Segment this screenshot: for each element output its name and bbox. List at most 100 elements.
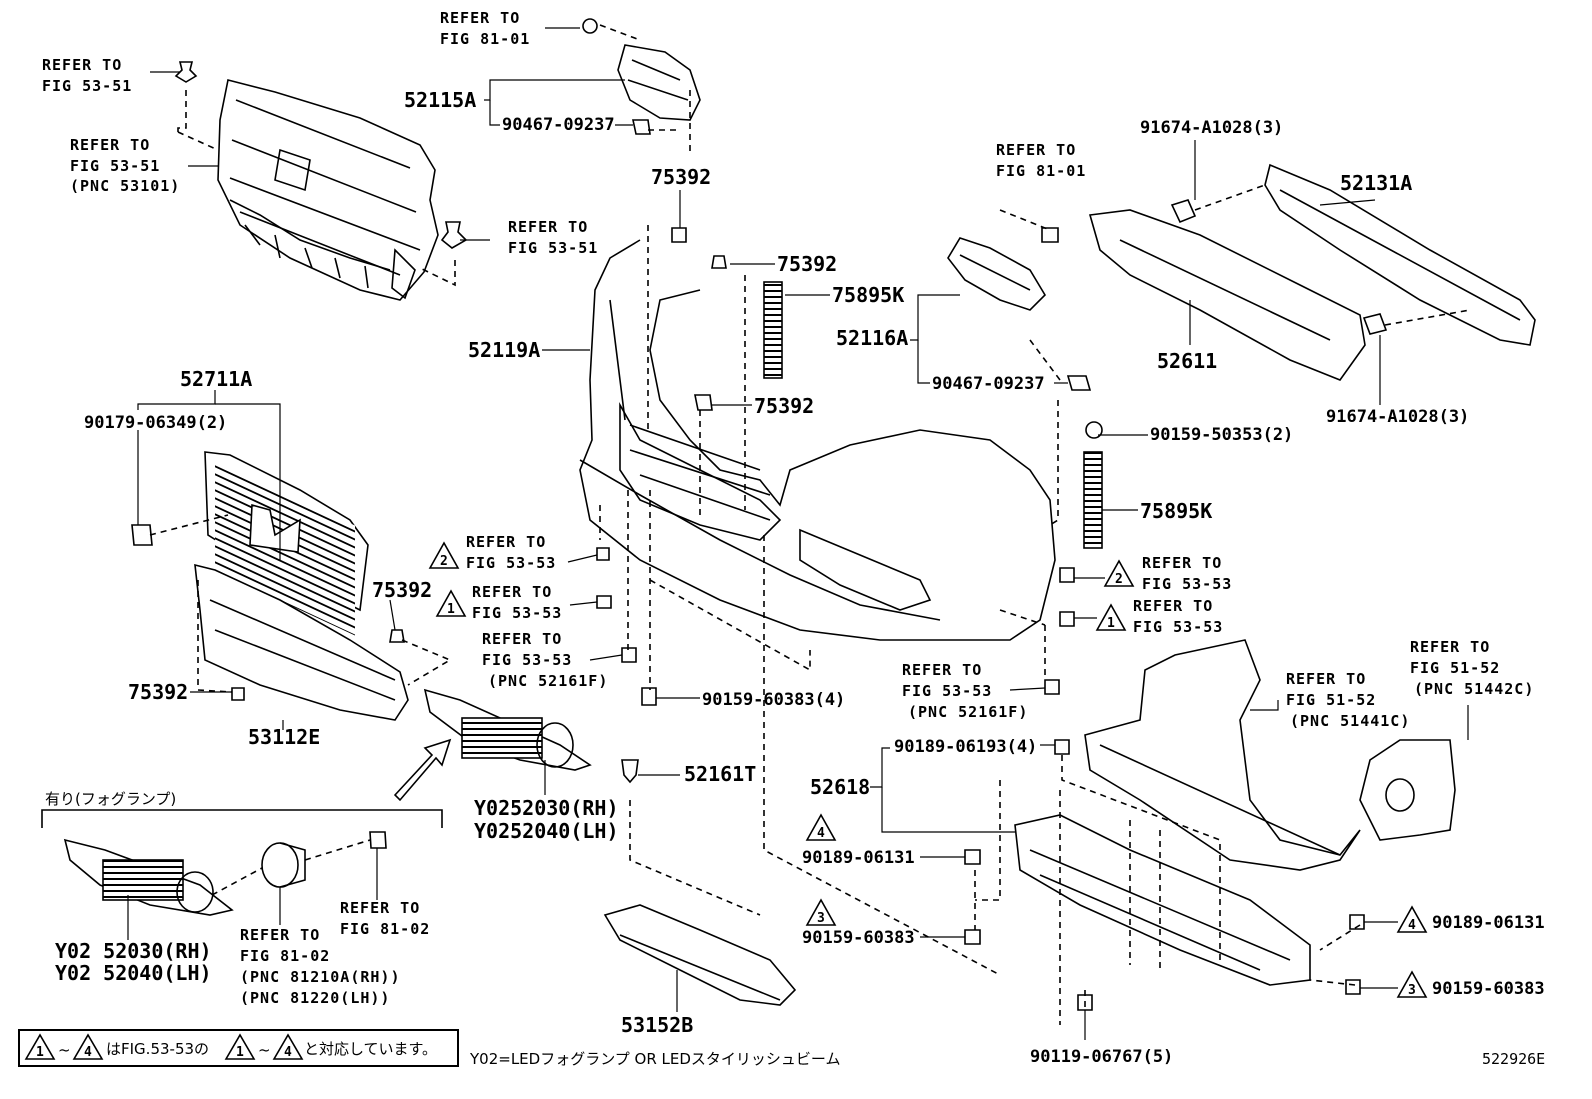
ref-fig-53-51-b-l2: FIG 53-51 <box>70 157 160 175</box>
triangle-4-left <box>805 813 837 841</box>
note-triangles: 1 ~ 4 <box>24 1033 104 1060</box>
label-52116a: 52116A <box>836 326 908 350</box>
ref-fig-81-01-mid-l1: REFER TO <box>996 141 1076 159</box>
label-52161t: 52161T <box>684 762 756 786</box>
label-75392-e: 75392 <box>128 680 188 704</box>
ref-fig-53-53-2b-l2: FIG 53-53 <box>1142 575 1232 593</box>
triangle-2-left <box>428 541 460 569</box>
label-75895k-a: 75895K <box>832 283 904 307</box>
label-90467-top: 90467-09237 <box>502 115 615 135</box>
ref-fig-53-51-c-l2: FIG 53-51 <box>508 239 598 257</box>
fog-bezel-main <box>423 688 592 771</box>
ref-fig-53-53-d-l1: REFER TO <box>902 661 982 679</box>
ref-fig-81-02-a-l2: FIG 81-02 <box>340 920 430 938</box>
legend-y02: Y02=LEDフォグランプ OR LEDスタイリッシュビーム <box>470 1050 841 1068</box>
triangle-2-left-num: 2 <box>440 554 448 569</box>
splash-shield-rh <box>1084 639 1361 871</box>
label-53112e: 53112E <box>248 725 320 749</box>
dashed-leaders-lower <box>974 755 1361 1025</box>
energy-absorber <box>1088 209 1366 381</box>
triangle-4-right <box>1396 905 1428 933</box>
ref-fig-51-52-b-l2: FIG 51-52 <box>1410 659 1500 677</box>
nut-mid <box>1041 227 1059 243</box>
leader-lines <box>127 27 1469 1040</box>
label-y02-lh: Y0252040(LH) <box>474 819 619 843</box>
triangle-3-right <box>1396 970 1428 998</box>
label-52119a: 52119A <box>468 338 540 362</box>
label-91674-top: 91674-A1028(3) <box>1140 118 1283 138</box>
label-75392-b: 75392 <box>777 252 837 276</box>
radiator-grille-52711a <box>204 451 369 636</box>
label-90189-06193: 90189-06193(4) <box>894 737 1037 757</box>
ref-fig-51-52-a-l1: REFER TO <box>1286 670 1366 688</box>
note-tri-start-num: 1 <box>36 1045 44 1060</box>
fog-option-header: 有り(フォグランプ) <box>45 790 177 808</box>
ref-fig-81-01-top-l2: FIG 81-01 <box>440 30 530 48</box>
ref-fig-81-02-b-l3: (PNC 81210A(RH)) <box>240 968 401 986</box>
bolt-90159-60383-4 <box>641 687 657 706</box>
label-52711a: 52711A <box>180 367 252 391</box>
ref-fig-53-51-a-l1: REFER TO <box>42 56 122 74</box>
label-90189-06131-a: 90189-06131 <box>802 848 915 868</box>
ref-fig-53-51-c-l1: REFER TO <box>508 218 588 236</box>
figure-id: 522926E <box>1482 1050 1546 1068</box>
ref-fig-81-02-b-l4: (PNC 81220(LH)) <box>240 989 390 1007</box>
label-75392-c: 75392 <box>754 394 814 418</box>
triangle-3-right-num: 3 <box>1408 983 1416 998</box>
bolt-mid <box>1066 375 1092 391</box>
label-y02b-lh: Y02 52040(LH) <box>55 961 212 985</box>
fog-lamp-clip <box>369 831 387 849</box>
clip-52161t <box>621 759 639 784</box>
splash-shield-lh <box>1359 739 1456 841</box>
ref-fig-81-02-b-l1: REFER TO <box>240 926 320 944</box>
bracket-52115a <box>617 44 701 121</box>
ref-fig-81-02-b-l2: FIG 81-02 <box>240 947 330 965</box>
fog-lamp <box>261 842 306 888</box>
ref-fig-53-53-1a-l2: FIG 53-53 <box>472 604 562 622</box>
arrow-indicator <box>393 738 452 802</box>
triangle-2-right-num: 2 <box>1115 572 1123 587</box>
triangle-3-left-num: 3 <box>817 911 825 926</box>
nut-90159-50353 <box>1085 421 1103 439</box>
ref-fig-51-52-a-l2: FIG 51-52 <box>1286 691 1376 709</box>
note-tilde-2: ~ <box>258 1041 271 1059</box>
upper-grille-assembly <box>217 79 439 301</box>
bumper-reinforcement <box>1264 163 1536 346</box>
label-52115a: 52115A <box>404 88 476 112</box>
label-91674-bot: 91674-A1028(3) <box>1326 407 1469 427</box>
label-53152b: 53152B <box>621 1013 693 1037</box>
bumper-cover <box>579 239 1056 641</box>
triangle-2-right <box>1103 559 1135 587</box>
label-75392-d: 75392 <box>372 578 432 602</box>
label-90159-60383-b: 90159-60383 <box>1432 979 1545 999</box>
ref-fig-53-53-2a-l1: REFER TO <box>466 533 546 551</box>
ref-fig-53-51-a-l2: FIG 53-51 <box>42 77 132 95</box>
ref-fig-51-52-a-l3: (PNC 51441C) <box>1290 712 1410 730</box>
dashed-leaders-grille <box>149 514 452 693</box>
label-75392-a: 75392 <box>651 165 711 189</box>
ref-fig-53-53-c-l3: (PNC 52161F) <box>488 672 608 690</box>
label-90467-mid: 90467-09237 <box>932 374 1045 394</box>
ref-fig-53-53-1b-l2: FIG 53-53 <box>1133 618 1223 636</box>
ref-fig-81-01-top-l1: REFER TO <box>440 9 520 27</box>
label-90159-60383-a: 90159-60383 <box>802 928 915 948</box>
seal-strip-75895k-b <box>1083 451 1103 549</box>
fog-option-bracket <box>41 809 443 828</box>
ref-fig-81-01-mid-l2: FIG 81-01 <box>996 162 1086 180</box>
spoiler-53152b <box>603 904 797 1006</box>
label-90119: 90119-06767(5) <box>1030 1047 1173 1067</box>
ref-fig-53-51-b-l3: (PNC 53101) <box>70 177 180 195</box>
bolts-91674 <box>1170 199 1388 335</box>
note-text-a: はFIG.53-53の <box>106 1040 210 1058</box>
ref-fig-53-51-b-l1: REFER TO <box>70 136 150 154</box>
label-y02-rh: Y0252030(RH) <box>474 796 619 820</box>
ref-fig-53-53-d-l2: FIG 53-53 <box>902 682 992 700</box>
label-90179: 90179-06349(2) <box>84 413 227 433</box>
ref-fig-53-53-2a-l2: FIG 53-53 <box>466 554 556 572</box>
ref-fig-81-02-a-l1: REFER TO <box>340 899 420 917</box>
triangle-3-left <box>805 898 837 926</box>
triangle-1-right <box>1095 603 1127 631</box>
dashed-leaders-reinf <box>1194 184 1471 326</box>
label-90159-60383-4: 90159-60383(4) <box>702 690 845 710</box>
